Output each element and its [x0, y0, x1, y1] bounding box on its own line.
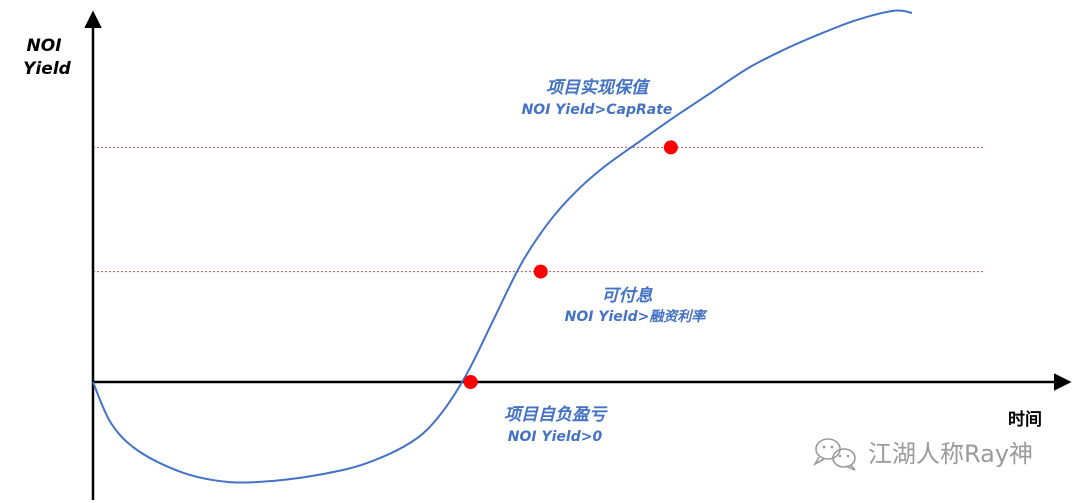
noi-yield-curve — [92, 9, 913, 484]
annotation-breakeven-subtitle: NOI Yield>0 — [508, 429, 603, 445]
x-axis-label: 时间 — [1008, 409, 1042, 430]
key-point-breakeven — [463, 375, 478, 389]
annotation-value-preservation-subtitle: NOI Yield>CapRate — [522, 102, 673, 118]
annotation-breakeven-title: 项目自负盈亏 — [504, 405, 608, 425]
y-axis-label-line-1: NOI — [27, 36, 62, 56]
key-point-interest-coverage — [533, 264, 548, 279]
annotation-value-preservation-title: 项目实现保值 — [546, 78, 651, 98]
annotation-interest-coverage-subtitle: NOI Yield>融资利率 — [565, 308, 709, 325]
watermark-text: 江湖人称Ray神 — [868, 440, 1033, 468]
annotation-interest-coverage-title: 可付息 — [602, 286, 654, 306]
y-axis-label-line-2: Yield — [23, 59, 71, 79]
watermark: 江湖人称Ray神 — [812, 438, 1033, 471]
wechat-icon — [812, 438, 856, 471]
key-point-value-preservation — [663, 140, 678, 155]
y-axis-label: NOI Yield — [23, 36, 71, 79]
